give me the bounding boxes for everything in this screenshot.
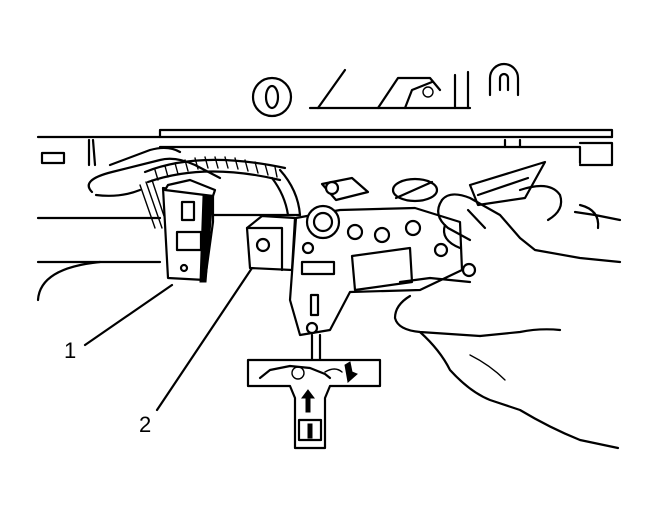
right-hand	[393, 184, 622, 450]
floor-panel-rail	[36, 128, 614, 302]
pull-tab-tool	[246, 333, 382, 450]
component-2-connector	[245, 214, 297, 272]
callout-leaders	[83, 266, 254, 412]
release-lever	[468, 160, 547, 207]
callout-1-label: 1	[64, 338, 76, 363]
upper-bracket-outline	[251, 62, 520, 118]
switch-mechanism-plate	[288, 176, 477, 337]
callout-2-label: 2	[139, 412, 151, 437]
component-1-bracket	[161, 178, 217, 283]
